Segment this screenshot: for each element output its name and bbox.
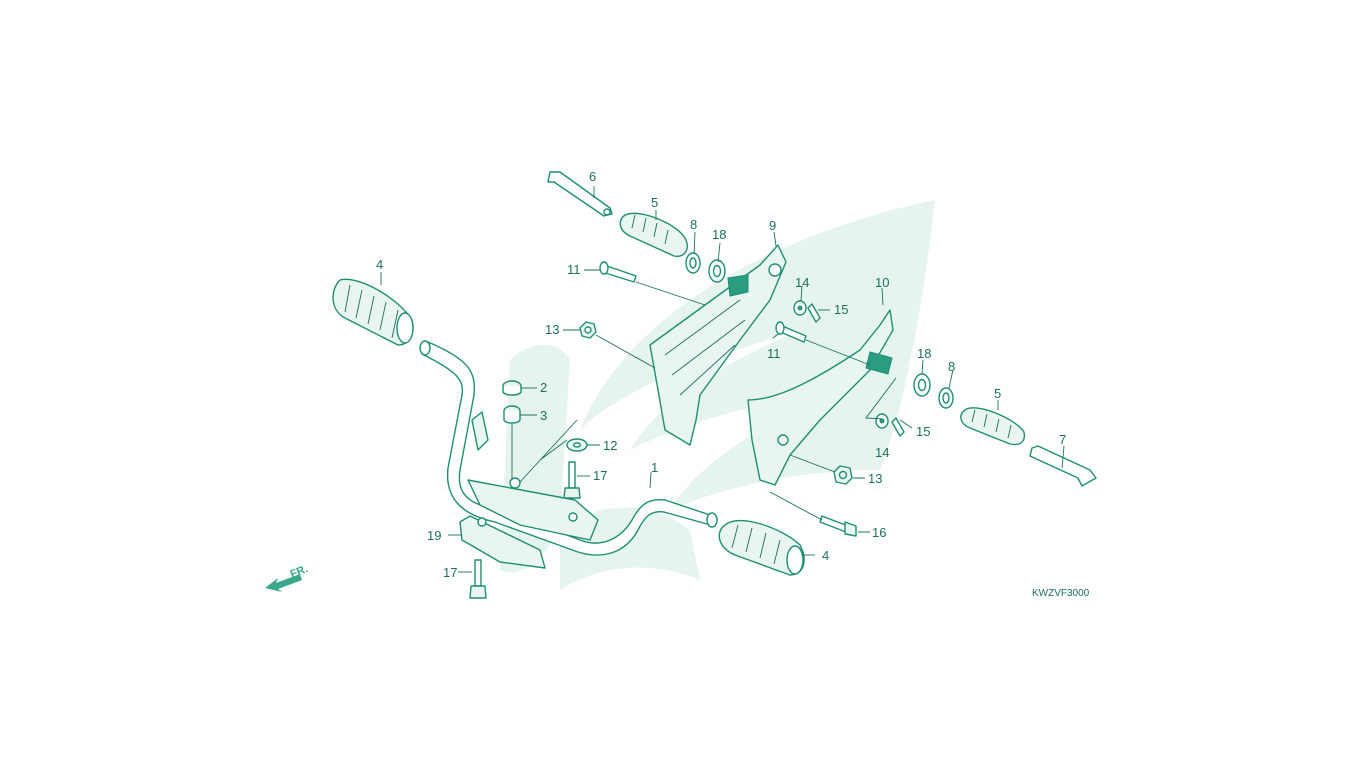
- bolt-upper-part-17: [563, 461, 581, 499]
- washer-lower-part-18: [913, 373, 931, 397]
- callout-19: 19: [427, 528, 441, 543]
- footpeg-rubber-left-part-4: [332, 278, 414, 346]
- callout-5-lower: 5: [994, 386, 1001, 401]
- pin-part-6: [547, 171, 613, 217]
- clip-upper-part-15: [807, 303, 821, 323]
- bolt-upper-part-11: [599, 261, 637, 283]
- callout-17-upper: 17: [593, 468, 607, 483]
- callout-14-lower: 14: [875, 445, 889, 460]
- callout-8-upper: 8: [690, 217, 697, 232]
- callout-13-upper: 13: [545, 322, 559, 337]
- rubber-part-3: [503, 405, 521, 424]
- bolt-part-16: [819, 515, 857, 537]
- front-direction-label: FR.: [289, 563, 310, 581]
- callout-12: 12: [603, 438, 617, 453]
- step-bar-part-1: [419, 340, 718, 556]
- footpeg-lower-part-5: [960, 407, 1026, 446]
- callout-15-upper: 15: [834, 302, 848, 317]
- washer-part-12: [566, 438, 588, 452]
- bracket-part-9: [649, 244, 787, 446]
- callout-9: 9: [769, 218, 776, 233]
- washer-upper-part-14: [793, 300, 807, 316]
- callout-1: 1: [651, 460, 658, 475]
- callout-18-upper: 18: [712, 227, 726, 242]
- nut-upper-part-13: [579, 321, 597, 339]
- callout-17-lower: 17: [443, 565, 457, 580]
- bolt-lower-part-17: [469, 559, 487, 599]
- callout-11-lower: 11: [767, 346, 781, 361]
- leader-lines: [380, 186, 1065, 573]
- callout-16: 16: [872, 525, 886, 540]
- callout-4-left: 4: [376, 257, 383, 272]
- callout-4-right: 4: [822, 548, 829, 563]
- callout-labels: 1 2 3 4 4 5 5 6 7 8 8 9 10 11 11 12 13 1…: [376, 169, 1066, 580]
- callout-2: 2: [540, 380, 547, 395]
- callout-8-lower: 8: [948, 359, 955, 374]
- callout-15-lower: 15: [916, 424, 930, 439]
- plate-part-19: [459, 515, 546, 569]
- collar-part-2: [502, 380, 522, 396]
- washer-upper-part-18: [708, 259, 726, 283]
- callout-11-upper: 11: [567, 262, 581, 277]
- callout-7: 7: [1059, 432, 1066, 447]
- callout-5-upper: 5: [651, 195, 658, 210]
- washer-lower-part-8: [938, 387, 954, 409]
- washer-upper-part-8: [685, 252, 701, 274]
- nut-lower-part-13: [833, 465, 853, 485]
- pin-part-7: [1029, 445, 1097, 487]
- callout-6: 6: [589, 169, 596, 184]
- footpeg-rubber-right-part-4: [718, 519, 805, 576]
- callout-18-lower: 18: [917, 346, 931, 361]
- footpeg-upper-part-5: [619, 212, 688, 257]
- callout-14-upper: 14: [795, 275, 809, 290]
- washer-lower-part-14: [875, 413, 889, 429]
- clip-lower-part-15: [891, 417, 905, 437]
- callout-3: 3: [540, 408, 547, 423]
- bolt-lower-part-11: [775, 321, 807, 343]
- callout-10: 10: [875, 275, 889, 290]
- front-direction-arrow-icon: FR.: [265, 563, 310, 592]
- callout-13-lower: 13: [868, 471, 882, 486]
- diagram-code: KWZVF3000: [1032, 588, 1090, 599]
